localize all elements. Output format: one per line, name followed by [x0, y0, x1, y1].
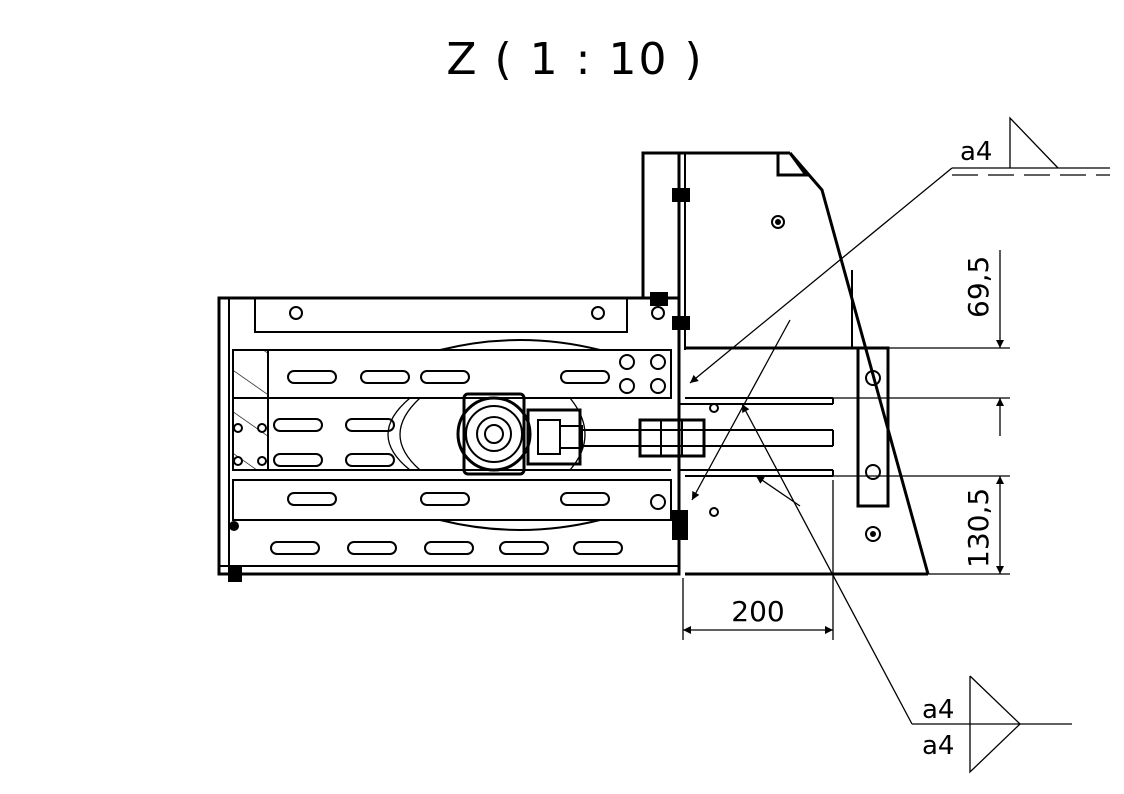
- weld-symbol-bottom: a4 a4: [741, 403, 1072, 774]
- weld-bottom-lower-label: a4: [922, 731, 954, 761]
- vertical-bracket: [641, 151, 930, 575]
- side-plate: [679, 270, 928, 576]
- weld-symbol-top: a4: [689, 116, 1110, 501]
- dimension-69-5: 69,5: [833, 250, 1010, 436]
- dimension-130-5: 130,5: [833, 475, 1010, 575]
- weld-top-label: a4: [960, 137, 992, 167]
- dimension-200-label: 200: [731, 595, 784, 628]
- inner-rails: [268, 339, 671, 531]
- dimension-130-5-label: 130,5: [962, 488, 995, 568]
- dimension-69-5-label: 69,5: [962, 256, 995, 318]
- housing-bolts: [619, 306, 666, 510]
- view-title: Z ( 1 : 10 ): [446, 34, 703, 85]
- weld-bottom-upper-label: a4: [922, 695, 954, 725]
- roller-bearing: [456, 392, 834, 476]
- dimension-200: 200: [682, 480, 834, 640]
- left-housing: [217, 296, 681, 582]
